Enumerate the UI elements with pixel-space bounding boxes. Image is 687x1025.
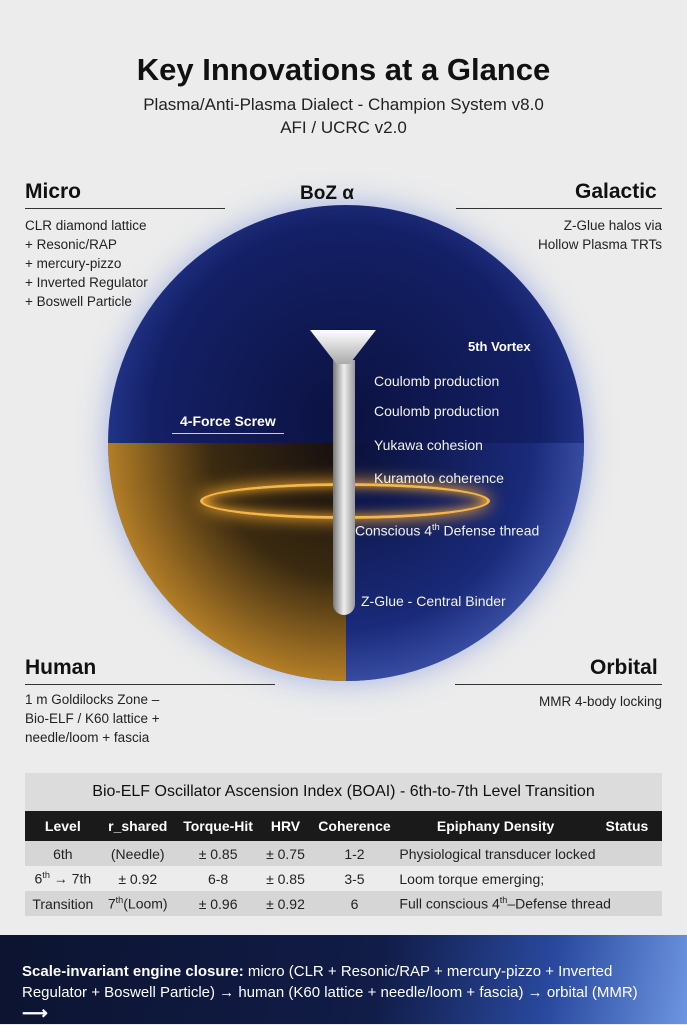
human-line: needle/loom + fascia: [25, 730, 150, 745]
column-header: Epiphany Density: [399, 811, 592, 841]
cell-coherence: 3-5: [309, 866, 400, 891]
boai-table: Bio-ELF Oscillator Ascension Index (BOAI…: [25, 773, 662, 916]
micro-divider: [25, 208, 225, 209]
human-line: 1 m Goldilocks Zone –: [25, 692, 160, 707]
cell-torque: ± 0.96: [174, 891, 262, 916]
orbital-quadrant-glow: [346, 443, 584, 681]
cell-hrv: ± 0.75: [261, 841, 310, 866]
force-label: Kuramoto coherence: [374, 470, 504, 486]
human-divider: [25, 684, 275, 685]
cell-level: 6th → 7th: [25, 866, 101, 891]
micro-title: Micro: [25, 180, 82, 203]
micro-description: CLR diamond lattice + Resonic/RAP + merc…: [25, 216, 148, 311]
table-header-row: Level r_shared Torque-Hit HRV Coherence …: [25, 811, 662, 841]
four-force-screw-label: 4-Force Screw: [180, 413, 276, 429]
human-line: Bio-ELF / K60 lattice +: [25, 711, 160, 726]
cell-torque: ± 0.85: [174, 841, 262, 866]
cell-hrv: ± 0.92: [261, 891, 310, 916]
cell-r-shared: 7th(Loom): [100, 891, 175, 916]
force-label: Coulomb production: [374, 373, 500, 389]
r-text: 7: [107, 895, 116, 912]
galactic-divider: [456, 208, 662, 209]
table-row: Transition 7th(Loom) ± 0.96 ± 0.92 6 Ful…: [25, 891, 662, 916]
closure-banner: Scale-invariant engine closure: micro (C…: [0, 935, 687, 1024]
column-header: Status: [591, 811, 662, 841]
status-sup: th: [499, 895, 508, 906]
orbital-title: Orbital: [590, 656, 658, 679]
level-text: → 7th: [49, 870, 92, 887]
cell-torque: 6-8: [174, 866, 262, 891]
micro-line: + Boswell Particle: [25, 294, 132, 309]
defense-text: Conscious 4: [355, 522, 433, 539]
level-text: 6: [34, 870, 43, 887]
table-title: Bio-ELF Oscillator Ascension Index (BOAI…: [25, 773, 662, 811]
cell-status: Full conscious 4th–Defense thread: [399, 891, 662, 916]
r-sup: th: [115, 895, 124, 906]
cell-level: 6th: [25, 841, 101, 866]
force-label: Yukawa cohesion: [374, 437, 483, 453]
column-header: r_shared: [100, 811, 175, 841]
version-subtitle: AFI / UCRC v2.0: [280, 118, 407, 137]
screw-label-underline: [172, 433, 284, 434]
cell-coherence: 6: [309, 891, 400, 916]
table-row: 6th → 7th ± 0.92 6-8 ± 0.85 3-5 Loom tor…: [25, 866, 662, 891]
cell-status: Loom torque emerging;: [399, 866, 662, 891]
micro-line: CLR diamond lattice: [25, 218, 147, 233]
cell-level: Transition: [25, 891, 101, 916]
orbital-divider: [455, 684, 662, 685]
status-text: Full conscious 4: [399, 895, 500, 912]
r-text: (Loom): [123, 895, 168, 912]
galactic-line: Z-Glue halos via: [563, 218, 662, 233]
arrow-right-icon: ⟶: [22, 1003, 48, 1023]
table-row: 6th (Needle) ± 0.85 ± 0.75 1-2 Physiolog…: [25, 841, 662, 866]
level-sup: th: [42, 870, 50, 881]
defense-thread-label: Conscious 4th Defense thread: [355, 522, 539, 539]
defense-sup: th: [432, 522, 440, 532]
micro-line: + mercury-pizzo: [25, 256, 122, 271]
cell-r-shared: (Needle): [100, 841, 175, 866]
subtitle: Plasma/Anti-Plasma Dialect - Champion Sy…: [143, 95, 544, 114]
boz-alpha-label: BoZ α: [300, 183, 354, 204]
screw-shaft: [333, 360, 355, 615]
banner-heading: Scale-invariant engine closure:: [22, 963, 244, 980]
page-title: Key Innovations at a Glance: [136, 52, 551, 87]
fifth-vortex-label: 5th Vortex: [468, 339, 531, 354]
human-quadrant-glow: [108, 443, 346, 681]
defense-text: Defense thread: [439, 522, 540, 539]
central-binder-label: Z-Glue - Central Binder: [361, 593, 506, 609]
human-title: Human: [25, 656, 97, 679]
cell-hrv: ± 0.85: [261, 866, 310, 891]
galactic-line: Hollow Plasma TRTs: [537, 237, 662, 252]
orbital-description: MMR 4-body locking: [538, 694, 662, 709]
galactic-title: Galactic: [575, 180, 657, 203]
cell-coherence: 1-2: [309, 841, 400, 866]
cell-status: Physiological transducer locked: [399, 841, 662, 866]
banner-text: micro (CLR + Resonic/RAP + mercury-pizzo…: [22, 963, 638, 1001]
galactic-description: Z-Glue halos via Hollow Plasma TRTs: [538, 216, 662, 254]
column-header: Level: [25, 811, 101, 841]
status-text: –Defense thread: [507, 895, 611, 912]
column-header: Torque-Hit: [174, 811, 262, 841]
human-description: 1 m Goldilocks Zone – Bio-ELF / K60 latt…: [25, 690, 160, 747]
micro-line: + Resonic/RAP: [25, 237, 117, 252]
column-header: HRV: [261, 811, 310, 841]
cell-r-shared: ± 0.92: [100, 866, 175, 891]
column-header: Coherence: [309, 811, 400, 841]
micro-line: + Inverted Regulator: [25, 275, 148, 290]
force-label: Coulomb production: [374, 403, 500, 419]
